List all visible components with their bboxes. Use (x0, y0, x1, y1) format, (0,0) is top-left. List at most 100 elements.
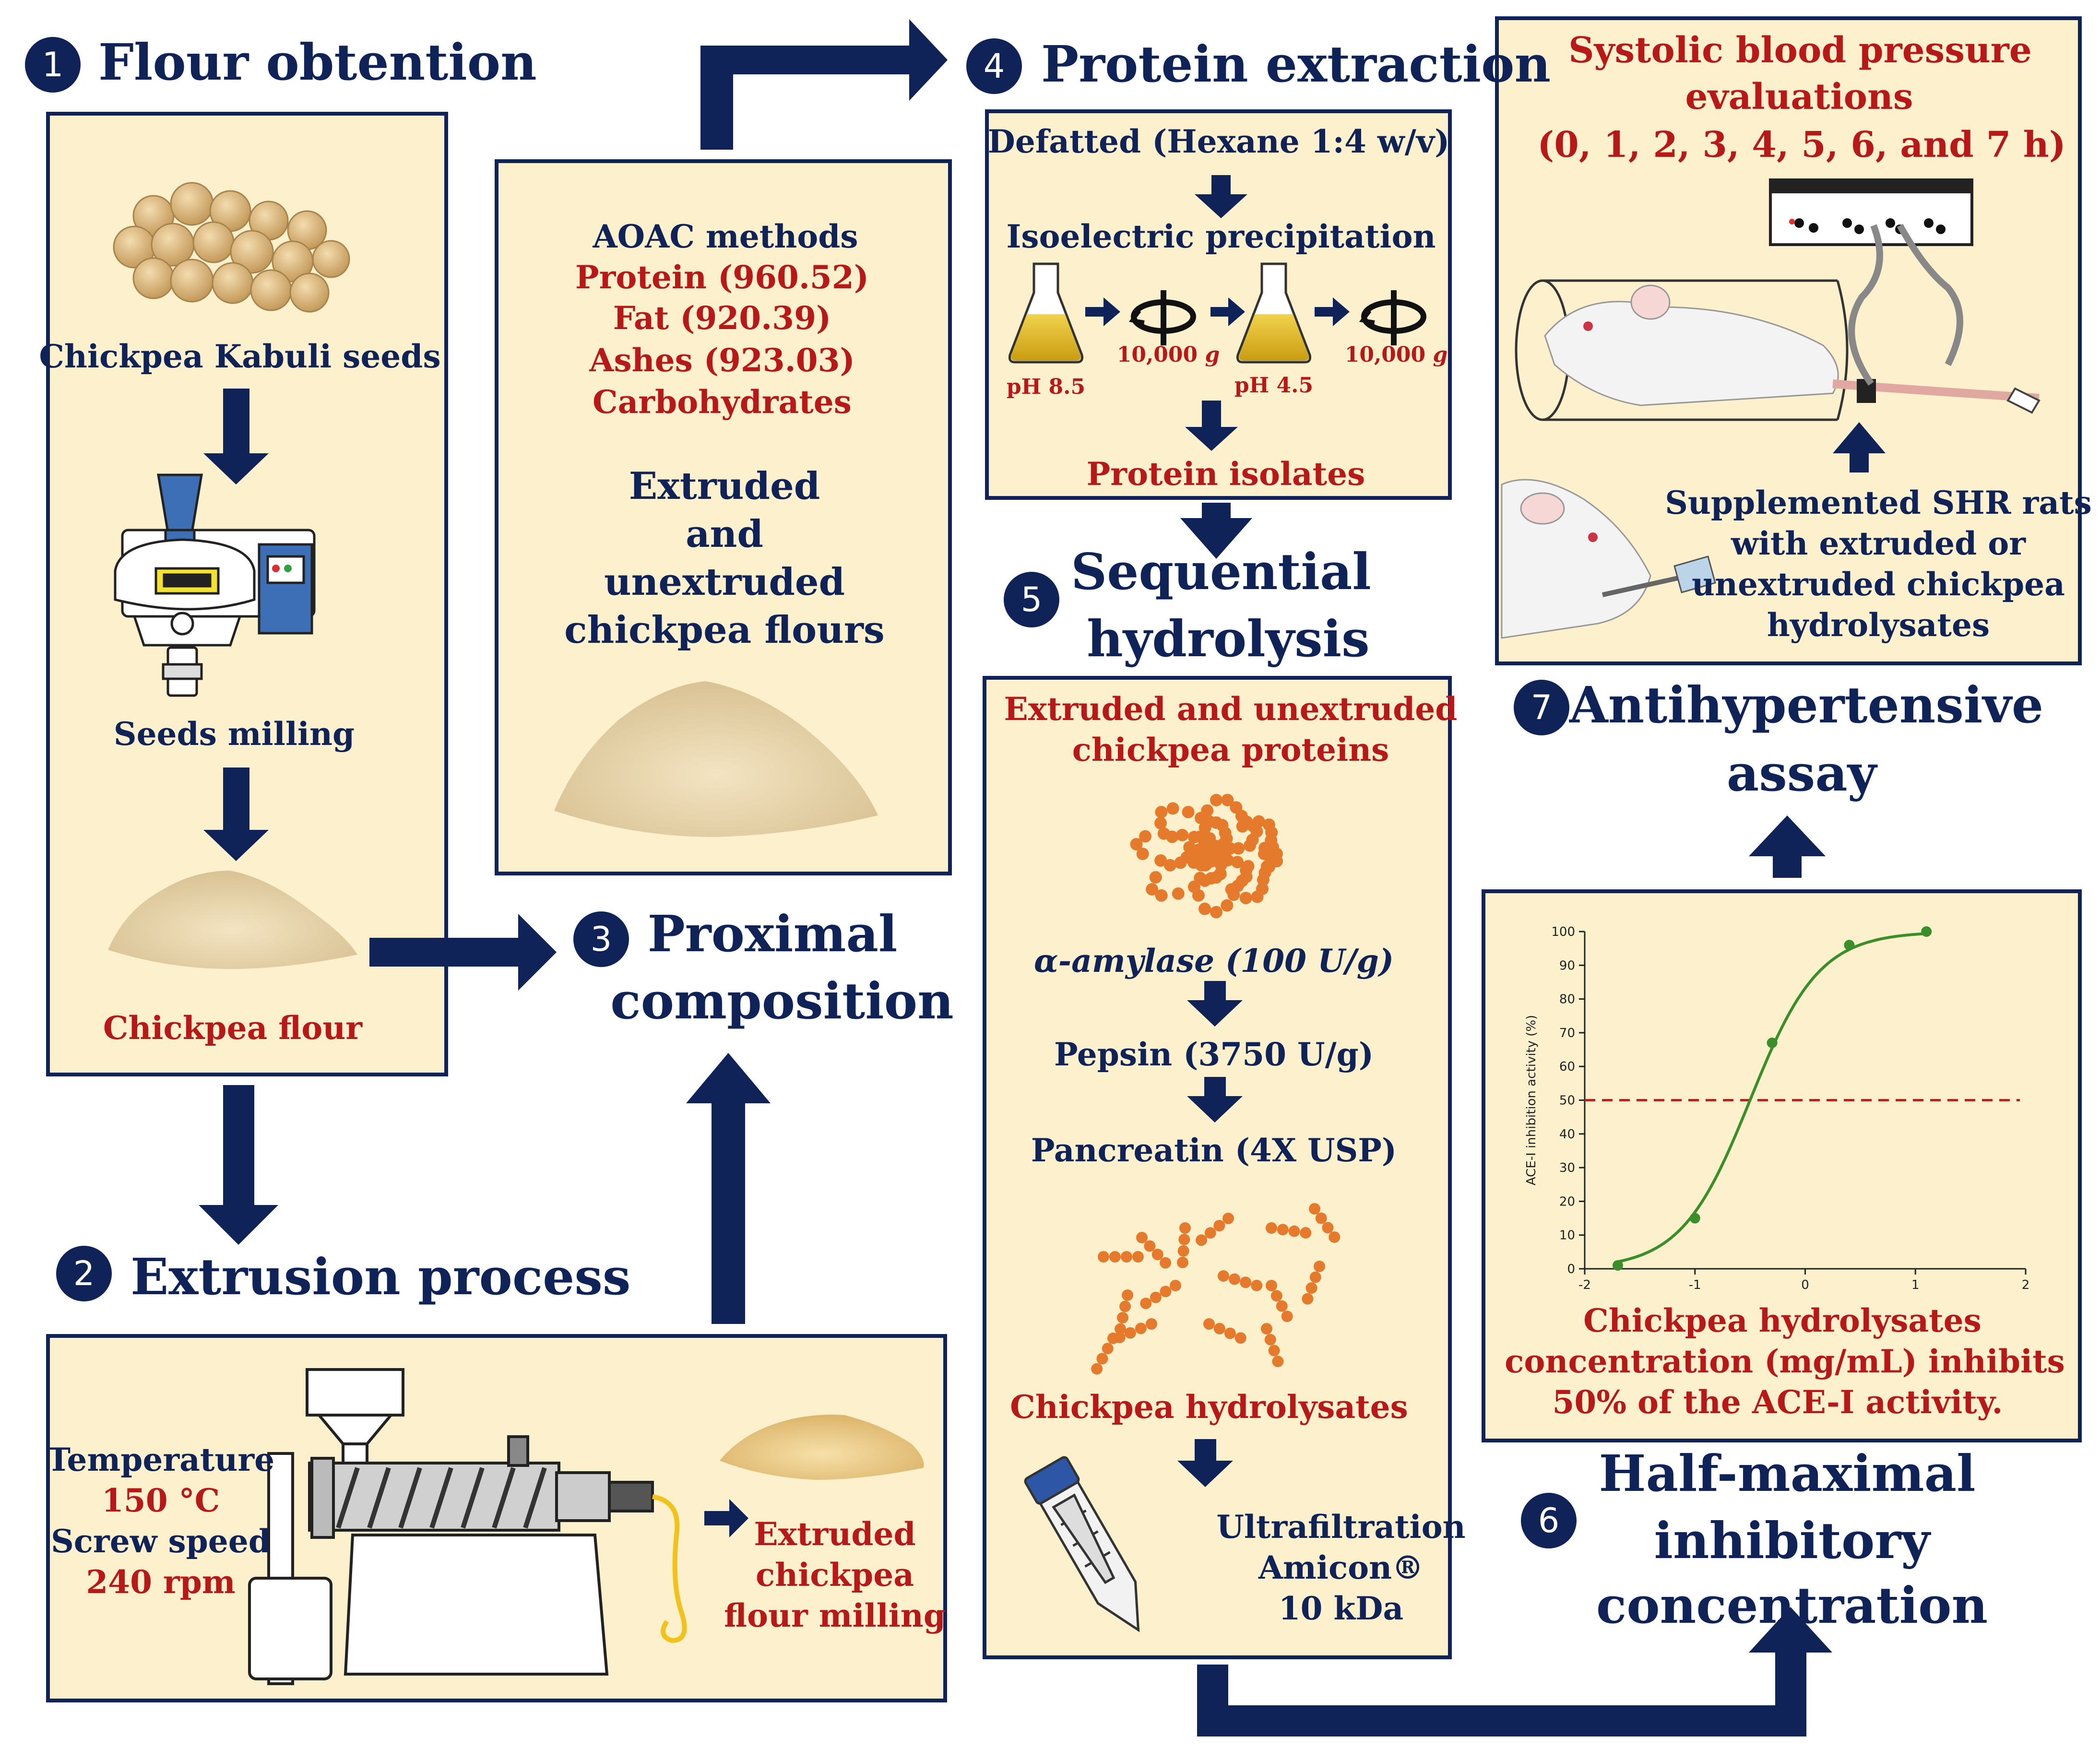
data-point (1767, 1037, 1778, 1048)
arrow-protein-to-hydrolysis (1180, 503, 1252, 559)
peptide-bead (1213, 1220, 1225, 1232)
rats-line4: hydrolysates (1767, 606, 1990, 644)
peptide-bead (1234, 1332, 1246, 1344)
enzyme-pancreatin: Pancreatin (4X USP) (1031, 1132, 1397, 1169)
arrow-extrusion-to-proximal (686, 1053, 771, 1324)
panel-ic50 (1482, 889, 2082, 1442)
ic50-caption-line2: concentration (mg/mL) inhibits (1505, 1343, 2065, 1380)
peptide-bead (1160, 1286, 1172, 1298)
screw-speed-value: 240 rpm (86, 1563, 236, 1601)
y-tick-label: 0 (1567, 1262, 1575, 1276)
peptide-bead (1314, 1261, 1325, 1272)
peptide-bead (1160, 1257, 1172, 1269)
protein-bead (1149, 871, 1162, 884)
peptide-bead (1229, 1273, 1241, 1285)
peptide-bead (1115, 1323, 1127, 1335)
step-4-title: Protein extraction (1041, 35, 1551, 94)
x-tick-label: -1 (1689, 1278, 1701, 1292)
peptide-bead (1098, 1251, 1109, 1263)
peptide-bead (1140, 1298, 1152, 1310)
protein-bead (1139, 830, 1152, 843)
badge-3 (573, 911, 629, 967)
proximal-flours-line2: and (686, 512, 763, 556)
sbp-line3: (0, 1, 2, 3, 4, 5, 6, and 7 h) (1537, 124, 2066, 165)
flask-ph45-image (1236, 262, 1311, 364)
peptide-bead (1266, 1222, 1277, 1234)
badge-3-number: 3 (590, 920, 612, 959)
rat-in-restrainer-image (1544, 284, 2041, 414)
arrow-mill-to-flour (203, 768, 269, 861)
protein-bead (1155, 805, 1168, 818)
protein-bead (1154, 854, 1167, 867)
step-7-title-line2: assay (1726, 744, 1877, 803)
protein-bead (1260, 860, 1273, 873)
protein-bead (1251, 890, 1264, 903)
peptide-bead (1135, 1323, 1147, 1335)
protein-bead (1219, 827, 1232, 839)
arrow-flour-to-extrusion (199, 1085, 278, 1245)
peptide-bead (1132, 1251, 1144, 1263)
peptide-bead (1309, 1203, 1320, 1215)
data-point (1689, 1213, 1700, 1224)
y-tick-label: 90 (1559, 958, 1575, 973)
peptide-bead (1264, 1334, 1276, 1346)
arrow-isolates-down (1185, 401, 1238, 451)
y-tick-label: 80 (1559, 992, 1575, 1007)
protein-bead (1172, 887, 1185, 900)
peptide-bead (1281, 1311, 1293, 1323)
ultrafiltration-line1: Ultrafiltration (1216, 1508, 1466, 1546)
protein-bead (1244, 839, 1257, 852)
arrow-extrusion-output (704, 1499, 748, 1537)
protein-bead (1270, 855, 1283, 868)
peptide-bead (1196, 1234, 1208, 1246)
step-6-title-line1: Half-maximal (1599, 1444, 1976, 1503)
y-tick-label: 20 (1559, 1194, 1575, 1209)
peptide-bead (1240, 1276, 1252, 1288)
badge-5-number: 5 (1020, 580, 1043, 619)
peptide-bead (1218, 1270, 1229, 1282)
peptide-bead (1224, 1327, 1236, 1339)
step-3-title-line2: composition (610, 971, 954, 1030)
badge-6-number: 6 (1538, 1501, 1560, 1540)
protein-bead (1223, 842, 1236, 855)
peptide-bead (1109, 1251, 1121, 1263)
peptide-bead (1305, 1282, 1317, 1294)
peptide-bead (1146, 1318, 1157, 1330)
aoac-protein: Protein (960.52) (575, 259, 869, 296)
peptide-bead (1096, 1353, 1108, 1365)
milling-label: Seeds milling (113, 715, 355, 753)
step-6-title-line2: inhibitory (1654, 1511, 1930, 1570)
arrow-ph3 (1315, 297, 1350, 326)
peptide-bead (1329, 1231, 1341, 1243)
y-tick-label: 50 (1559, 1094, 1575, 1108)
peptide-bead (1176, 1256, 1188, 1268)
peptide-bead (1213, 1323, 1225, 1335)
centrifuge-icon-1 (1128, 290, 1196, 345)
extruded-output-line1: Extruded (754, 1515, 916, 1553)
y-tick-label: 100 (1551, 925, 1575, 939)
sbp-line1: Systolic blood pressure (1568, 30, 2032, 71)
peptide-bead (1222, 1213, 1234, 1224)
step-2-title: Extrusion process (131, 1247, 631, 1306)
extruded-output-line2: chickpea (755, 1556, 914, 1594)
extruder-machine-image (248, 1368, 687, 1685)
peptide-bead (1122, 1289, 1133, 1301)
step-6-title-line3: concentration (1596, 1576, 1988, 1635)
aoac-ashes: Ashes (923.03) (589, 342, 855, 379)
arrow-enzyme-1 (1187, 981, 1243, 1027)
protein-bead (1176, 828, 1189, 841)
protein-bead (1258, 841, 1271, 854)
protein-bead (1194, 872, 1207, 885)
arrow-hydrolysates-down (1177, 1439, 1233, 1487)
peptide-bead (1091, 1363, 1103, 1375)
hydrolysates-label: Chickpea hydrolysates (1010, 1388, 1408, 1426)
protein-bead (1239, 892, 1252, 905)
step-5-title-line2: hydrolysis (1087, 609, 1370, 668)
protein-bead (1221, 793, 1234, 806)
y-tick-label: 70 (1559, 1026, 1575, 1040)
arrow-rats-up (1833, 422, 1886, 472)
peptide-bead (1261, 1323, 1272, 1335)
aoac-carbohydrates: Carbohydrates (593, 383, 852, 421)
badge-4-number: 4 (983, 47, 1005, 86)
